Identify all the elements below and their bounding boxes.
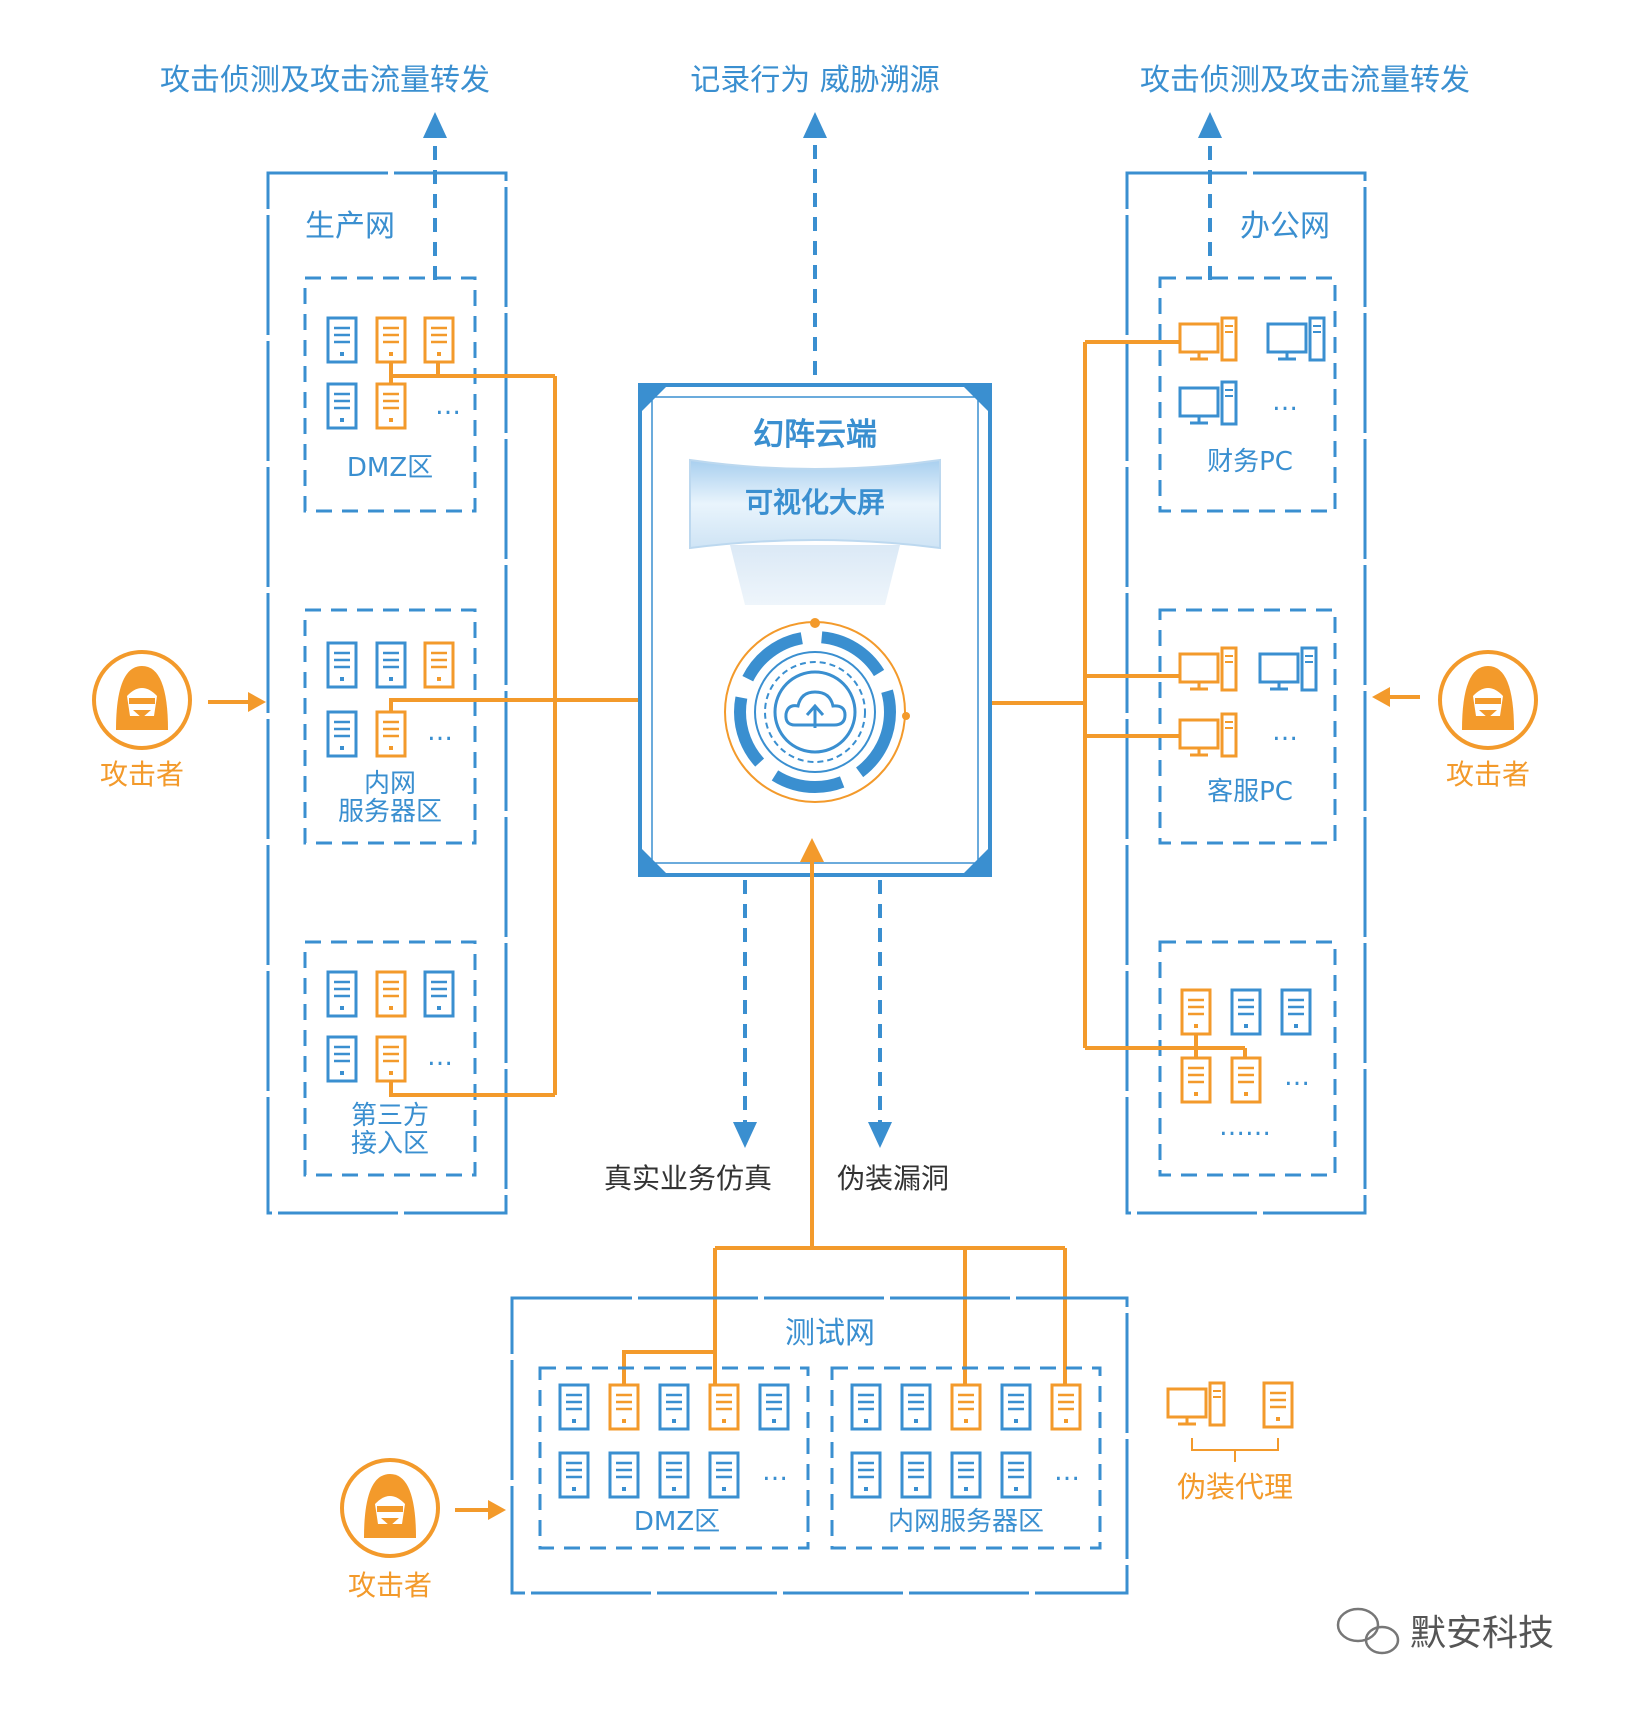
- ellipsis: …: [1054, 1457, 1080, 1487]
- zone-office-servers-box: [1158, 940, 1337, 1177]
- zone-finance-label: 财务PC: [1207, 447, 1293, 477]
- watermark: 默安科技: [1336, 1607, 1554, 1655]
- cloud-panel: 幻阵云端 可视化大屏: [638, 383, 992, 877]
- flow-fake-vuln: 伪装漏洞: [837, 1162, 949, 1195]
- zone-finance-box: [1158, 276, 1337, 513]
- test-dmz-box: [538, 1366, 810, 1550]
- cloud-core-icon: [724, 618, 910, 803]
- test-internal-label: 内网服务器区: [888, 1507, 1044, 1537]
- zone-internal-label-1: 内网: [364, 769, 416, 799]
- arrow-to-cloud-bottom: [800, 838, 824, 862]
- zone-service-label: 客服PC: [1207, 777, 1293, 807]
- screen-stand: [730, 545, 900, 605]
- up-arrowheads: [423, 112, 1222, 138]
- proxy-label: 伪装代理: [1177, 1470, 1293, 1504]
- visual-screen: [689, 458, 941, 550]
- test-network-title: 测试网: [785, 1316, 875, 1351]
- ellipsis: …: [762, 1457, 788, 1487]
- test-dmz-label: DMZ区: [634, 1507, 720, 1537]
- ellipsis: …: [1272, 387, 1298, 417]
- zone-internal-box: [303, 608, 477, 845]
- flow-real-business: 真实业务仿真: [604, 1162, 772, 1195]
- production-links: [389, 362, 690, 1097]
- watermark-text: 默安科技: [1410, 1613, 1554, 1654]
- zone-third-party-box: [303, 940, 477, 1177]
- attacker-bottom: 攻击者: [340, 1458, 506, 1602]
- attacker-label: 攻击者: [100, 758, 184, 791]
- zone-office-servers-label: ……: [1219, 1112, 1271, 1142]
- zone-dmz-label: DMZ区: [347, 453, 433, 483]
- ellipsis: …: [427, 717, 453, 747]
- attacker-right: 攻击者: [1372, 650, 1538, 791]
- wechat-icon: [1336, 1607, 1400, 1655]
- zone-internal-label-2: 服务器区: [338, 797, 442, 827]
- dashed-arrows-down: [743, 880, 882, 1135]
- zone-third-label-2: 接入区: [351, 1129, 429, 1159]
- zone-dmz-box: [303, 276, 477, 513]
- top-label-center: 记录行为 威胁溯源: [690, 63, 940, 98]
- attacker-label: 攻击者: [348, 1569, 432, 1602]
- office-links: [960, 340, 1247, 1058]
- test-internal-box: [830, 1366, 1102, 1550]
- ellipsis: …: [435, 391, 461, 421]
- zone-service-box: [1158, 608, 1337, 845]
- office-network: 办公网 … 财务PC … 客服PC … ……: [1125, 171, 1367, 1215]
- top-label-right: 攻击侦测及攻击流量转发: [1140, 63, 1470, 98]
- screen-label: 可视化大屏: [745, 486, 885, 519]
- ellipsis: …: [1284, 1062, 1310, 1092]
- test-network: 测试网 … DMZ区 … 内网服务器区: [510, 1296, 1129, 1595]
- attacker-label: 攻击者: [1446, 758, 1530, 791]
- down-arrowheads: [733, 1122, 892, 1148]
- test-links: [622, 855, 1067, 1392]
- attacker-left: 攻击者: [92, 650, 266, 791]
- production-network-title: 生产网: [305, 209, 395, 244]
- fake-proxy: 伪装代理: [1166, 1381, 1294, 1504]
- office-network-title: 办公网: [1240, 209, 1330, 244]
- ellipsis: …: [427, 1042, 453, 1072]
- ellipsis: …: [1272, 717, 1298, 747]
- production-network: 生产网 … DMZ区 … 内网 服务器区 … 第三方 接入区: [266, 171, 508, 1215]
- zone-third-label-1: 第三方: [351, 1101, 429, 1131]
- dashed-arrows-up: [433, 125, 1212, 375]
- cloud-title: 幻阵云端: [753, 417, 877, 453]
- top-label-left: 攻击侦测及攻击流量转发: [160, 63, 490, 98]
